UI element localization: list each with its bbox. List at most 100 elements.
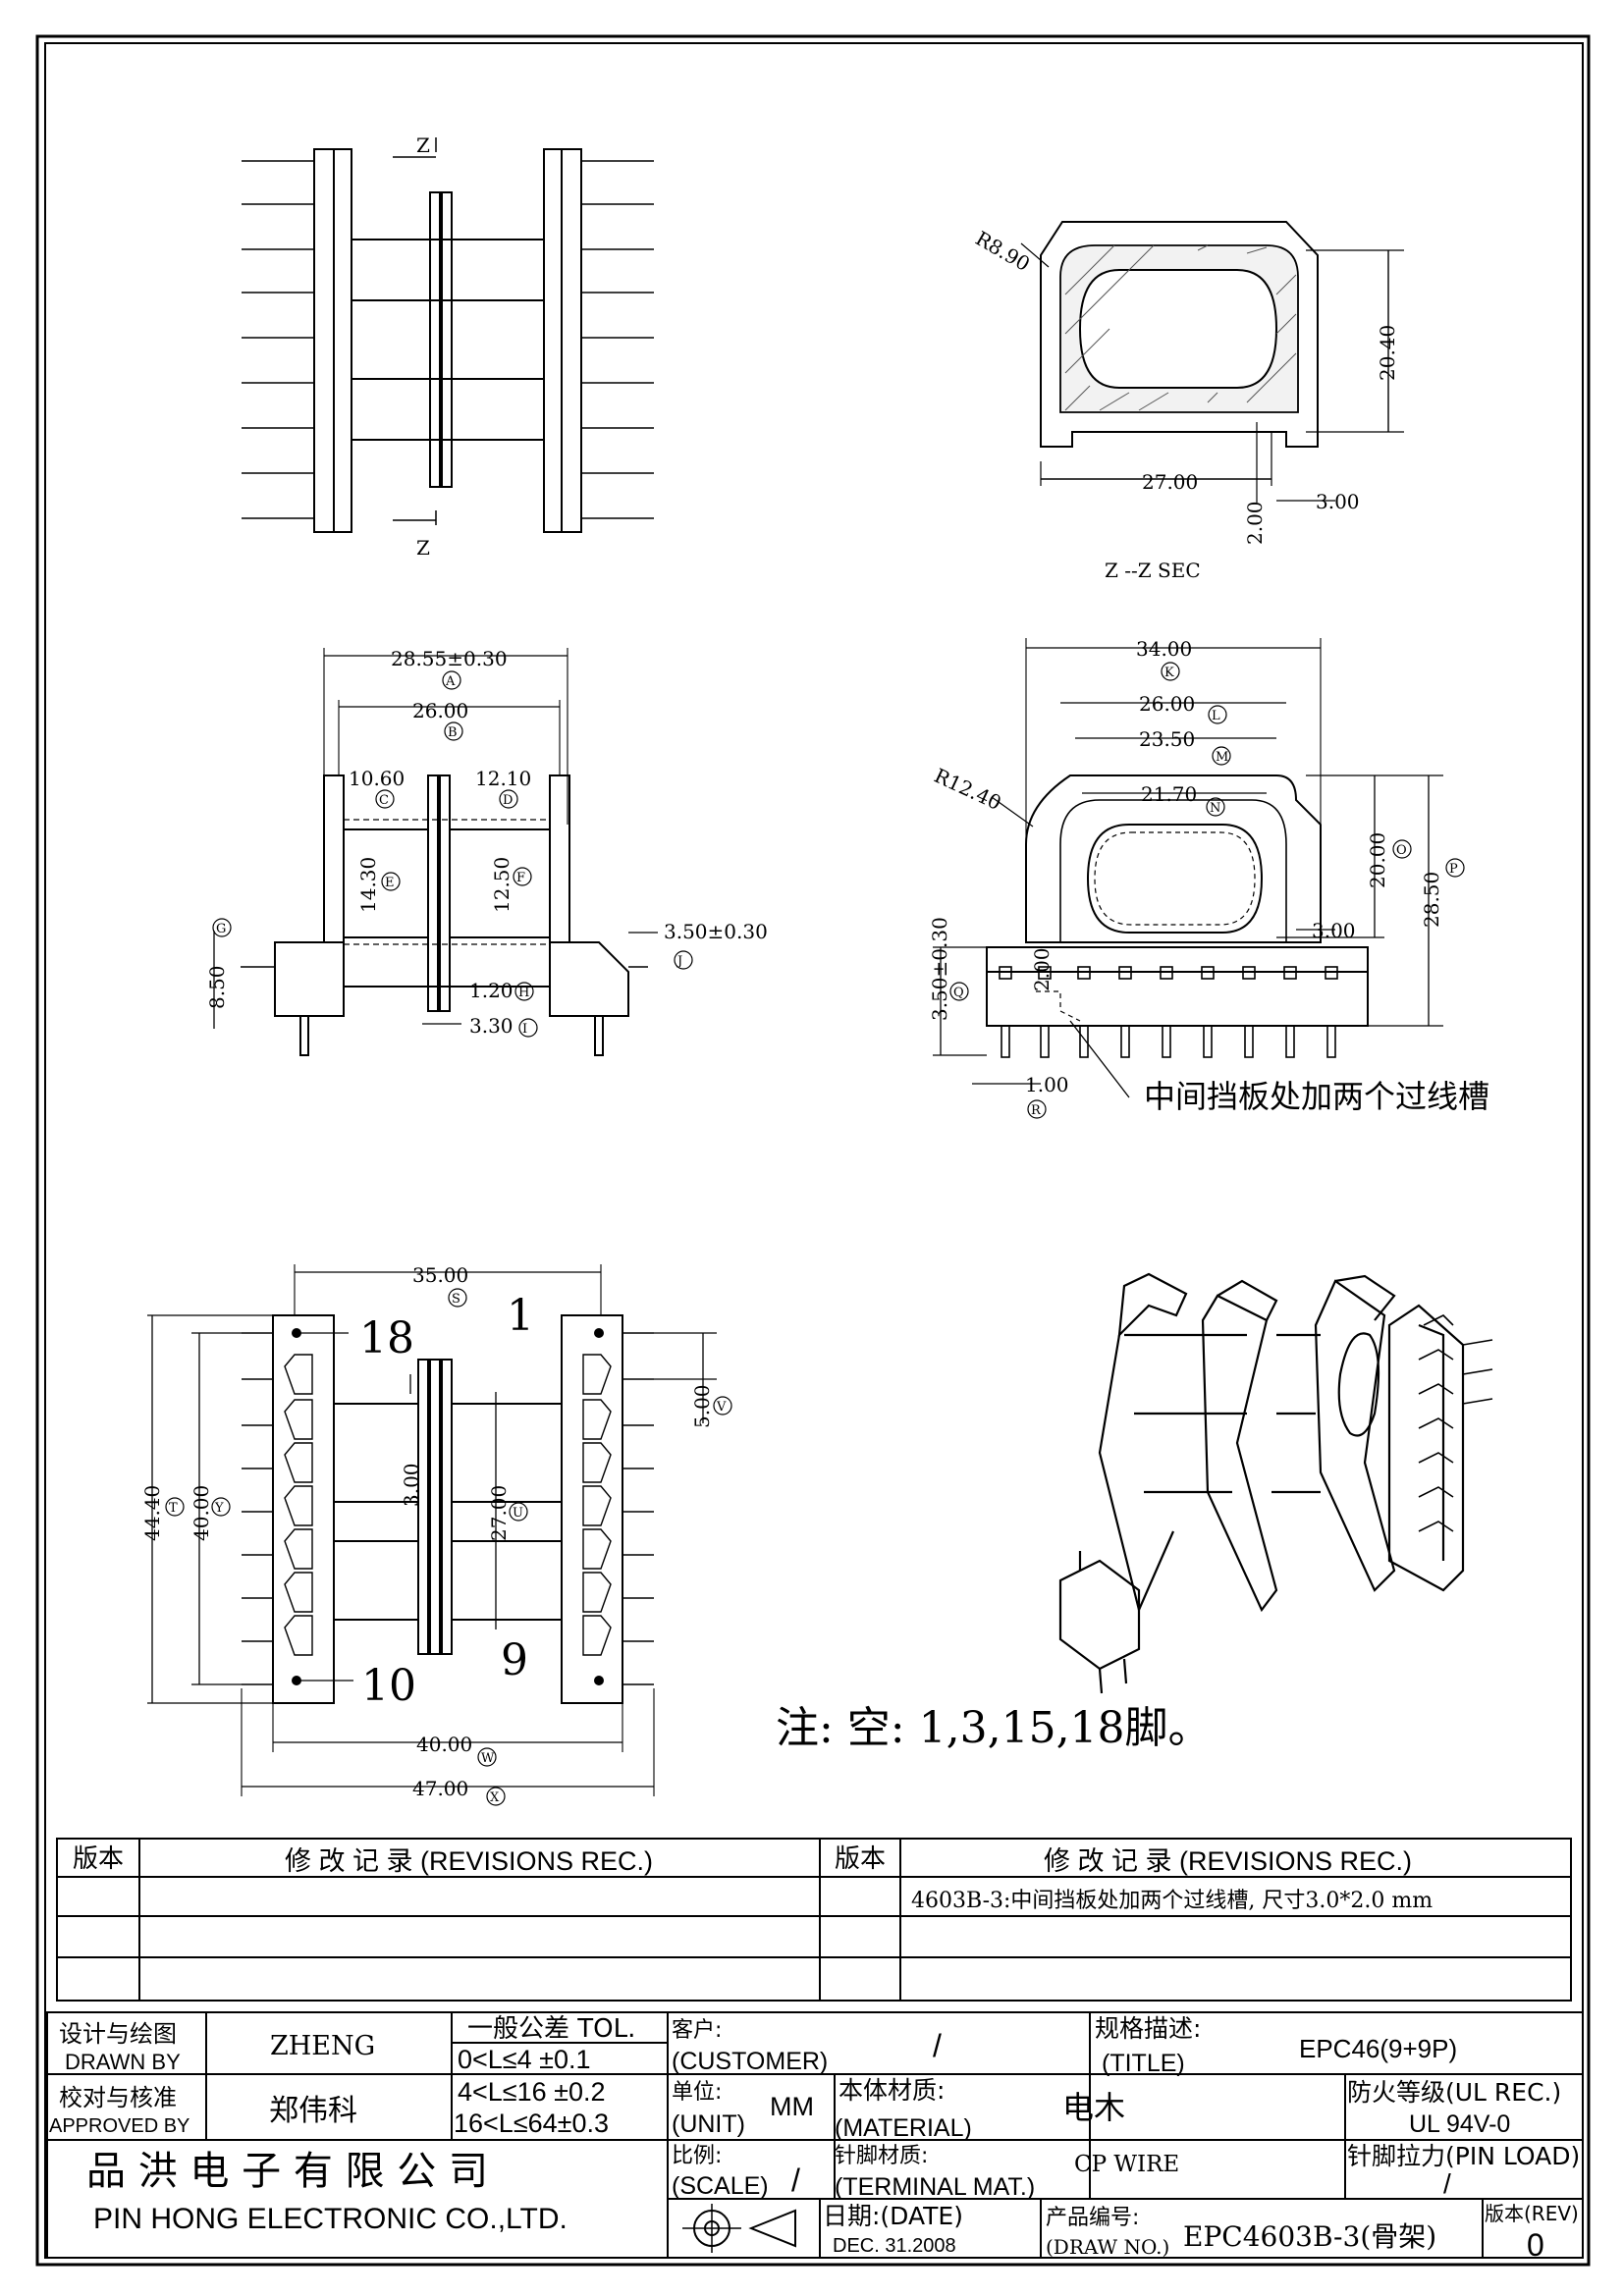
drawno-en: (DRAW NO.) xyxy=(1046,2235,1169,2259)
material-cn: 本体材质: xyxy=(839,2076,945,2105)
dim-S-tag: S xyxy=(452,1292,460,1307)
approved-en: APPROVED BY xyxy=(49,2115,189,2137)
dim-J-value: 3.50±0.30 xyxy=(664,920,768,943)
dim-L-tag: L xyxy=(1212,709,1220,723)
front-view: 28.55±0.30 A 26.00 B 10.60 C 12.10 D 14.… xyxy=(205,647,768,1056)
dim-S-value: 35.00 xyxy=(412,1263,468,1287)
section-mark-bottom: Z xyxy=(416,536,430,560)
scale-val: / xyxy=(791,2163,800,2198)
dim-A-tag: A xyxy=(445,674,456,689)
dim-3-00: 3.00 xyxy=(1316,490,1360,513)
date-val: DEC. 31.2008 xyxy=(833,2235,956,2257)
unit-en: (UNIT) xyxy=(672,2110,745,2138)
section-view: R8.90 20.40 27.00 3.00 2.00 Z --Z SEC xyxy=(972,221,1404,582)
title-val: EPC46(9+9P) xyxy=(1299,2034,1457,2063)
outer-border xyxy=(35,34,1591,2267)
dim-W-tag: W xyxy=(481,1751,495,1766)
pin-label-18: 18 xyxy=(359,1313,414,1363)
dim-B-tag: B xyxy=(448,725,458,740)
pin-label-9: 9 xyxy=(501,1635,528,1685)
rev-header-rec-left: 修 改 记 录 (REVISIONS REC.) xyxy=(285,1846,653,1876)
title-en: (TITLE) xyxy=(1102,2050,1185,2077)
dim-20-40: 20.40 xyxy=(1376,325,1399,381)
dim-H-value: 1.20 xyxy=(469,979,514,1002)
dim-U-tag: U xyxy=(513,1506,523,1521)
dim-P-tag: P xyxy=(1449,862,1458,877)
rev-header-ver-right: 版本 xyxy=(835,1844,886,1874)
customer-cn: 客户: xyxy=(672,2018,722,2043)
dim-Q-value: 3.50±0.30 xyxy=(928,917,951,1021)
note-empty-pins: 注: 空: 1,3,15,18脚。 xyxy=(776,1703,1212,1753)
tol-row-2: 4<L≤16 ±0.2 xyxy=(458,2077,606,2107)
top-view: Z Z xyxy=(242,133,654,560)
drawno-val: EPC4603B-3(骨架) xyxy=(1183,2220,1436,2253)
pin-load-val: / xyxy=(1443,2168,1451,2199)
dim-C-value: 10.60 xyxy=(349,767,405,790)
dim-I-tag: I xyxy=(522,1022,527,1037)
drawn-by-cn: 设计与绘图 xyxy=(59,2020,177,2048)
dim-U-value: 27.00 xyxy=(487,1485,511,1541)
dim-J-tag: J xyxy=(676,954,682,969)
pin-label-10: 10 xyxy=(361,1661,416,1711)
dim-B-value: 26.00 xyxy=(412,699,468,722)
material-en: (MATERIAL) xyxy=(835,2114,972,2142)
dim-2-00: 2.00 xyxy=(1243,501,1267,545)
dim-27-00: 27.00 xyxy=(1142,470,1198,494)
approved-val: 郑伟科 xyxy=(269,2094,357,2128)
scale-cn: 比例: xyxy=(672,2144,722,2168)
material-val: 电木 xyxy=(1062,2089,1125,2126)
dim-Y-value: 40.00 xyxy=(189,1485,213,1541)
dim-G-tag: G xyxy=(216,922,226,936)
dim-T-value: 44.40 xyxy=(140,1485,164,1541)
dim-X-value: 47.00 xyxy=(412,1777,468,1800)
customer-en: (CUSTOMER) xyxy=(672,2048,828,2075)
unit-cn: 单位: xyxy=(672,2080,722,2105)
scale-en: (SCALE) xyxy=(672,2172,769,2200)
dim-Q-tag: Q xyxy=(953,986,964,1000)
dim-R-tag: R xyxy=(1031,1103,1042,1118)
dim-E-tag: E xyxy=(385,876,395,890)
unit-val: MM xyxy=(770,2092,814,2121)
radius-r1240: R12.40 xyxy=(931,764,1005,815)
dim-M-value: 23.50 xyxy=(1139,727,1195,751)
isometric-view xyxy=(1058,1272,1493,1694)
title-cn: 规格描述: xyxy=(1095,2014,1201,2043)
inner-border xyxy=(44,42,1584,2259)
bottom-view: 35.00 S xyxy=(140,1263,732,1806)
dim-M-tag: M xyxy=(1216,750,1228,765)
dim-F-tag: F xyxy=(516,871,525,885)
dim-V-value: 5.00 xyxy=(690,1384,714,1428)
dim-A-value: 28.55±0.30 xyxy=(391,647,508,670)
dim-G-value: 8.50 xyxy=(205,965,229,1009)
tol-title: 一般公差 TOL. xyxy=(467,2014,635,2044)
dim-X-tag: X xyxy=(490,1790,500,1805)
drawno-cn: 产品编号: xyxy=(1046,2206,1139,2230)
tol-row-1: 0<L≤4 ±0.1 xyxy=(458,2045,591,2074)
dim-3-00-slot: 3.00 xyxy=(1312,919,1356,942)
dim-O-value: 20.00 xyxy=(1366,832,1389,888)
terminal-cn: 针脚材质: xyxy=(835,2144,928,2168)
dim-2-00-slot: 2.00 xyxy=(1030,947,1054,991)
rev-header-ver-left: 版本 xyxy=(73,1844,124,1874)
dim-K-value: 34.00 xyxy=(1136,637,1192,661)
ul-label: 防火等级(UL REC.) xyxy=(1347,2078,1561,2107)
dim-D-value: 12.10 xyxy=(475,767,531,790)
terminal-en: (TERMINAL MAT.) xyxy=(835,2173,1035,2201)
dim-N-tag: N xyxy=(1210,801,1220,816)
drawn-by-val: ZHENG xyxy=(270,2031,375,2061)
dim-L-value: 26.00 xyxy=(1139,692,1195,716)
customer-val: / xyxy=(933,2028,942,2063)
dim-K-tag: K xyxy=(1164,666,1174,680)
section-mark-top: Z xyxy=(416,133,430,157)
drawn-by-en: DRAWN BY xyxy=(65,2050,181,2074)
ul-val: UL 94V-0 xyxy=(1409,2110,1510,2138)
rev-label: 版本(REV) xyxy=(1485,2202,1579,2225)
company-name-cn: 品 洪 电 子 有 限 公 司 xyxy=(86,2149,488,2194)
dim-W-value: 40.00 xyxy=(416,1733,472,1756)
revisions-table xyxy=(56,1838,1572,2002)
dim-H-tag: H xyxy=(518,986,529,1000)
dim-N-value: 21.70 xyxy=(1141,782,1197,806)
dim-R-value: 1.00 xyxy=(1025,1073,1069,1096)
terminal-val: CP WIRE xyxy=(1074,2152,1179,2177)
